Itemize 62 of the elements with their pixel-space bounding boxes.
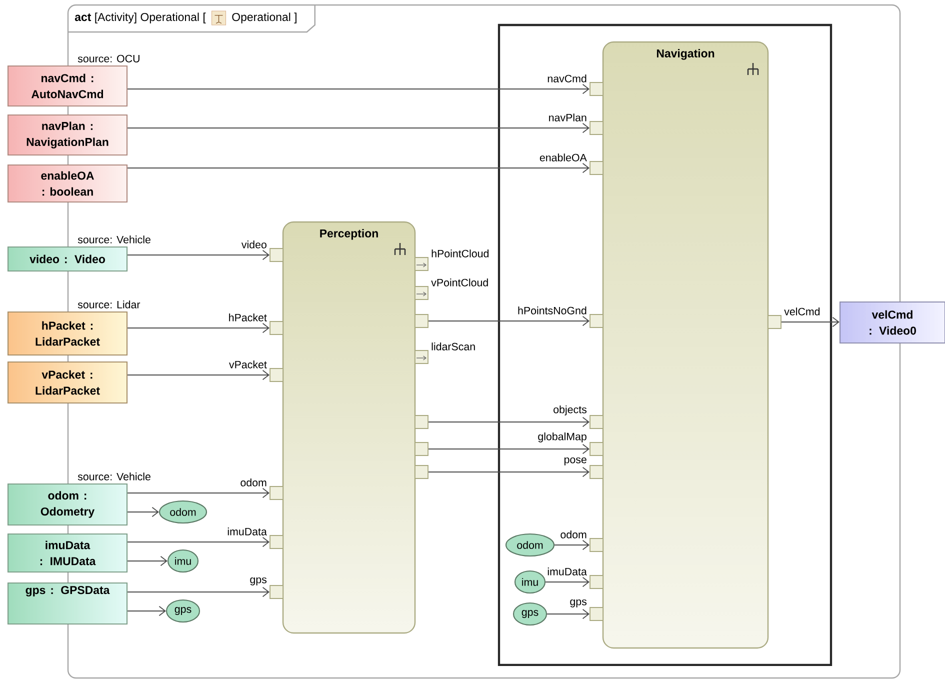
output-pin — [414, 415, 428, 429]
pin-label: enableOA — [540, 154, 587, 162]
pin-label: gps — [250, 577, 267, 586]
action-block: Navigation — [602, 41, 769, 649]
pin-label: objects — [554, 405, 587, 416]
object-box: navCmd : AutoNavCmd — [7, 65, 128, 107]
object-box: imuData : IMUData — [7, 533, 128, 573]
arrow — [127, 586, 270, 598]
object-box: vPacket : LidarPacket — [7, 361, 128, 404]
arrow — [428, 316, 590, 326]
action-block: Perception — [282, 221, 416, 634]
pin-label: pose — [564, 457, 586, 466]
object-box: video : Video — [7, 246, 128, 272]
arrow — [127, 122, 590, 134]
pin-label: imuData — [228, 528, 267, 536]
frame-title: act [Activity] Operational [ — [74, 12, 206, 24]
object-box: gps : GPSData — [7, 582, 128, 625]
pin-label: vPointCloud — [431, 278, 488, 286]
pin-label: navPlan — [549, 114, 586, 122]
pin-label: odom — [560, 530, 586, 538]
arrow — [127, 370, 270, 380]
output-pin — [414, 314, 428, 328]
source-note: source: Vehicle — [78, 472, 150, 480]
arrow — [127, 322, 270, 334]
pin-label: hPacket — [229, 314, 267, 322]
pin-label: gps — [570, 599, 587, 608]
object-box: hPacket : LidarPacket — [7, 311, 128, 356]
pin-label: hPointCloud — [432, 250, 489, 258]
source-note: source: OCU — [78, 54, 140, 62]
arrow — [127, 162, 590, 174]
object-box: enableOA : boolean — [7, 164, 128, 203]
arrow — [127, 488, 270, 498]
pin-label: odom — [240, 478, 266, 486]
pin-label: navCmd — [548, 74, 586, 82]
pin-label: lidarScan — [432, 342, 475, 350]
output-pin — [414, 465, 428, 479]
arrow — [781, 316, 840, 328]
pin-label: imuData — [548, 568, 587, 576]
arrow — [127, 250, 270, 260]
output-pin — [414, 442, 428, 456]
object-box: odom : Odometry — [7, 483, 128, 526]
arrow — [545, 576, 590, 588]
object-box: navPlan : NavigationPlan — [7, 114, 128, 156]
pin-label: video — [241, 240, 266, 248]
arrow — [546, 608, 590, 620]
arrow — [127, 84, 590, 94]
arrow — [428, 416, 590, 428]
pin-label: globalMap — [538, 432, 586, 442]
arrow — [428, 466, 590, 478]
arrow — [428, 444, 590, 454]
frame-label: Operational ] — [232, 12, 296, 24]
arrow — [127, 556, 168, 566]
arrow — [127, 536, 270, 548]
object-box: velCmd : Video0 — [839, 301, 945, 344]
pin-label: velCmd — [784, 308, 820, 316]
arrow — [554, 540, 590, 550]
pin-label: vPacket — [229, 360, 267, 368]
source-note: source: Lidar — [78, 300, 140, 308]
arrow — [127, 606, 166, 616]
pin-label: hPointsNoGnd — [518, 306, 586, 314]
arrow — [127, 506, 159, 518]
source-note: source: Vehicle — [78, 236, 150, 244]
